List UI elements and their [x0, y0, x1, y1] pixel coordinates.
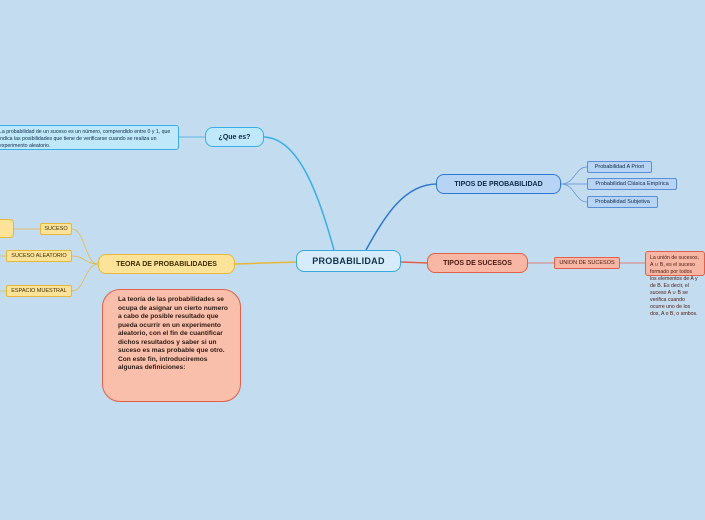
probabilidad-subjetiva-item[interactable]: Probabilidad Subjetiva — [587, 196, 658, 208]
root-topic[interactable]: PROBABILIDAD — [296, 250, 401, 272]
union-sucesos-item[interactable]: UNION DE SUCESOS — [554, 257, 620, 269]
tipos-sucesos-topic[interactable]: TIPOS DE SUCESOS — [427, 253, 528, 273]
probabilidad-clasica-empirica-item[interactable]: Probabilidad Clásica Empírica — [587, 178, 677, 190]
teoria-probabilidades-topic[interactable]: TEORA DE PROBABILIDADES — [98, 254, 235, 274]
que-es-definition[interactable]: La probabilidad de un suceso es un númer… — [0, 125, 179, 150]
probabilidad-a-priori-item[interactable]: Probabilidad A Priori — [587, 161, 652, 173]
espacio-muestral-item[interactable]: ESPACIO MUESTRAL — [6, 285, 72, 297]
union-sucesos-definition[interactable]: La unión de sucesos, A ∪ B, es el suceso… — [645, 251, 705, 317]
suceso-aleatorio-item[interactable]: SUCESO ALEATORIO — [6, 250, 72, 262]
teoria-description[interactable]: La teoría de las probabilidades se ocupa… — [102, 289, 241, 402]
que-es-topic[interactable]: ¿Que es? — [205, 127, 264, 147]
suceso-child-node[interactable] — [0, 219, 14, 238]
tipos-probabilidad-topic[interactable]: TIPOS DE PROBABILIDAD — [436, 174, 561, 194]
suceso-item[interactable]: SUCESO — [40, 223, 72, 235]
